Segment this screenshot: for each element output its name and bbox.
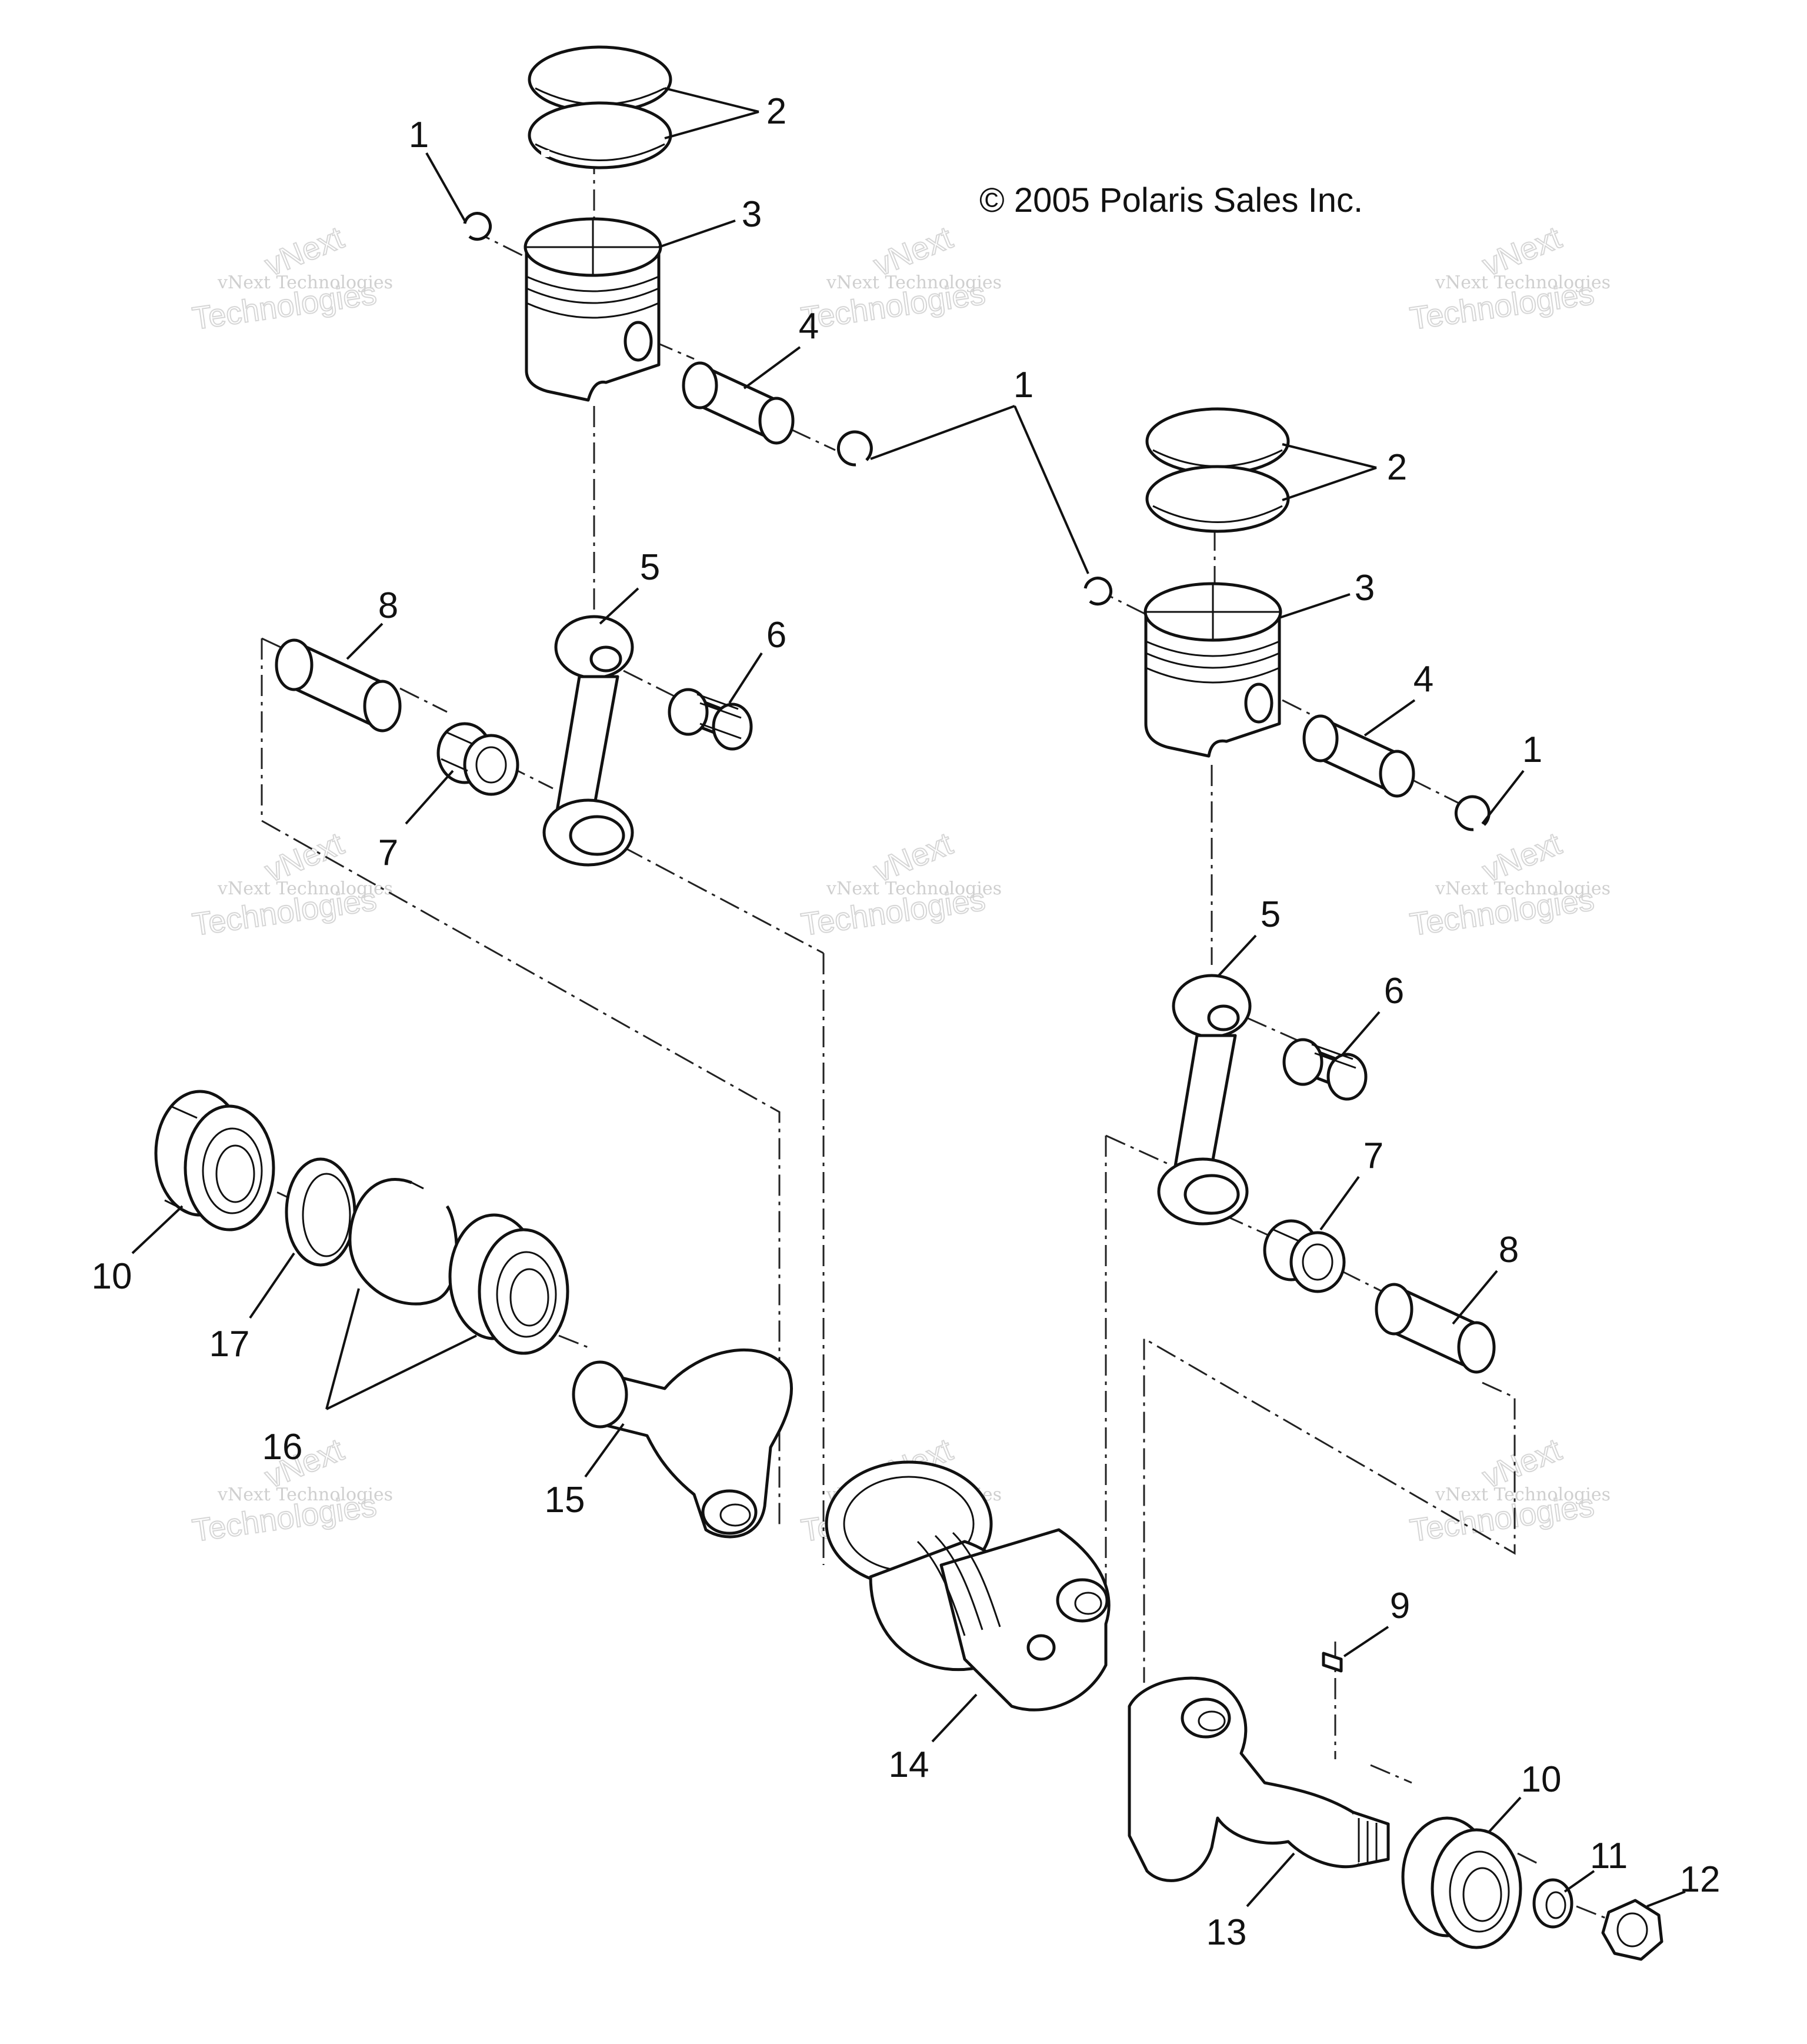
piston-right [1143, 582, 1282, 758]
lock-washer-11 [1532, 1878, 1573, 1929]
piston-circlip-1c [1083, 577, 1112, 606]
connecting-rod-5a [542, 615, 634, 867]
svg-text:vNext Technologies: vNext Technologies [217, 878, 393, 899]
callout-1a: 1 [409, 115, 429, 155]
svg-text:vNext Technologies: vNext Technologies [1435, 878, 1611, 899]
callout-5b: 5 [1261, 894, 1281, 935]
svg-text:vNext Technologies: vNext Technologies [217, 1484, 393, 1505]
callout-labels: 1 2 3 4 1 2 3 4 1 5 6 7 8 5 6 7 8 9 10 1… [92, 91, 1721, 1953]
callout-17: 17 [209, 1324, 250, 1364]
needle-bearing-7b [1263, 1219, 1346, 1293]
callout-2b: 2 [1387, 447, 1407, 488]
crankshaft-half-13 [1128, 1676, 1390, 1882]
watermark-ml: vNext vNext Technologies Technologies [189, 825, 393, 943]
callout-8b: 8 [1499, 1230, 1519, 1270]
piston-circlip-1d [1454, 795, 1491, 831]
piston-upper-left [524, 217, 662, 402]
crankshaft-center-14 [825, 1460, 1111, 1712]
callout-10a: 10 [92, 1256, 132, 1297]
callout-15: 15 [545, 1480, 585, 1520]
callout-3b: 3 [1355, 568, 1375, 608]
copyright-notice: © 2005 Polaris Sales Inc. [979, 181, 1363, 219]
piston-pin-4a [682, 361, 795, 445]
watermark-mc: vNext vNext Technologies Technologies [798, 825, 1002, 943]
callout-1b: 1 [1013, 365, 1033, 405]
assembly-axes [244, 153, 1606, 1919]
shim-ring-17 [285, 1157, 356, 1267]
watermark-br: vNext vNext Technologies Technologies [1407, 1432, 1611, 1549]
callout-1c: 1 [1522, 730, 1542, 770]
callout-12: 12 [1680, 1859, 1721, 1900]
leader-lines [131, 87, 1686, 1907]
watermark-tr: vNext vNext Technologies Technologies [1407, 219, 1611, 337]
callout-7a: 7 [378, 833, 398, 873]
callout-10b: 10 [1521, 1759, 1562, 1800]
callout-13: 13 [1206, 1912, 1247, 1953]
connecting-rod-5b [1157, 974, 1252, 1226]
callout-4b: 4 [1413, 659, 1433, 700]
callout-6a: 6 [766, 615, 786, 655]
callout-2a: 2 [766, 91, 786, 132]
piston-circlip-1a [463, 212, 492, 241]
main-bearing-10b [1401, 1816, 1522, 1949]
callout-5a: 5 [640, 547, 660, 588]
piston-circlip-1b [836, 430, 873, 467]
watermark-mr: vNext vNext Technologies Technologies [1407, 825, 1611, 943]
piston-pin-8a [275, 638, 402, 733]
svg-text:vNext Technologies: vNext Technologies [1435, 272, 1611, 293]
main-bearing-16b [448, 1213, 569, 1355]
crankshaft-half-15 [572, 1348, 793, 1539]
needle-bearing-7a [436, 722, 519, 796]
callout-8a: 8 [378, 585, 398, 626]
piston-ring-set-upper-left [528, 45, 672, 169]
callout-9: 9 [1390, 1586, 1410, 1626]
piston-ring-set-right [1145, 407, 1290, 533]
piston-pin-4b [1302, 714, 1415, 798]
callout-3a: 3 [742, 194, 762, 235]
needle-bearing-6a [668, 688, 753, 751]
callout-14: 14 [889, 1745, 929, 1785]
callout-4a: 4 [799, 306, 819, 347]
retaining-ring-16 [348, 1178, 458, 1306]
callout-16: 16 [262, 1427, 303, 1467]
main-bearing-10a [154, 1090, 275, 1231]
callout-7b: 7 [1363, 1136, 1383, 1176]
svg-text:vNext Technologies: vNext Technologies [217, 272, 393, 293]
callout-11: 11 [1590, 1836, 1628, 1876]
crankshaft-nut-12 [1601, 1899, 1663, 1961]
callout-6b: 6 [1384, 971, 1404, 1011]
svg-text:vNext Technologies: vNext Technologies [1435, 1484, 1611, 1505]
watermark-tc: vNext vNext Technologies Technologies [798, 219, 1002, 337]
piston-pin-8b [1375, 1283, 1496, 1374]
svg-text:vNext Technologies: vNext Technologies [826, 878, 1002, 899]
woodruff-key-9 [1322, 1652, 1343, 1673]
svg-text:vNext Technologies: vNext Technologies [826, 272, 1002, 293]
needle-bearing-6b [1282, 1038, 1368, 1101]
watermark-tl: vNext vNext Technologies Technologies [189, 219, 393, 337]
